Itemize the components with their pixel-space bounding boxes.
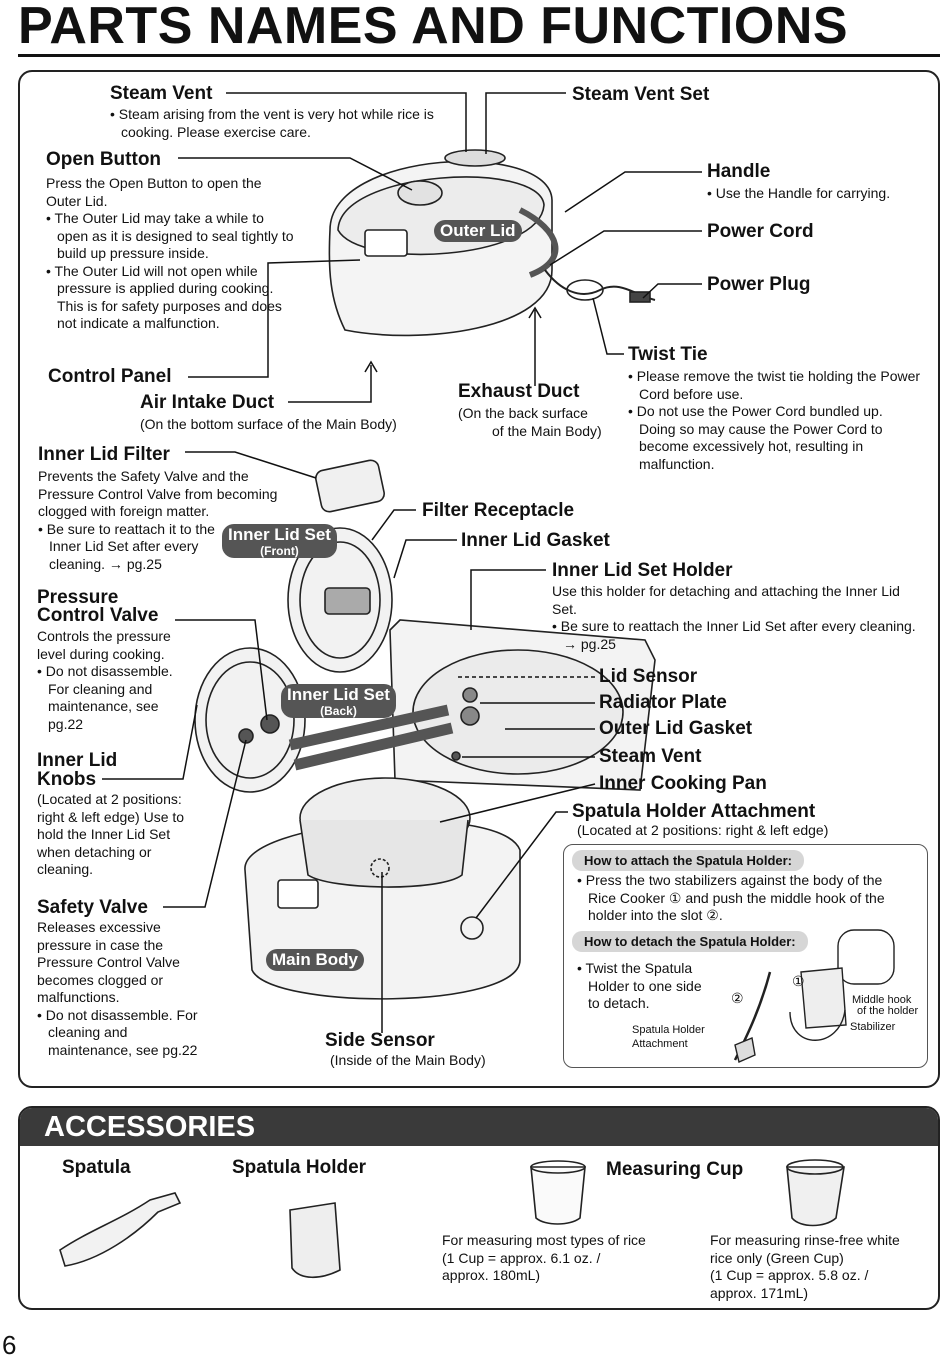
detach-title: How to detach the Spatula Holder:	[572, 931, 808, 952]
inner-lid-knobs-desc: (Located at 2 positions: right & left ed…	[37, 791, 185, 877]
inner-lid-set-front-badge: Inner Lid Set(Front)	[222, 524, 337, 558]
safety-valve-label: Safety Valve	[37, 897, 148, 918]
safety-valve-note: Do not disassemble. For cleaning and mai…	[45, 1006, 198, 1058]
accessories-header	[20, 1108, 938, 1146]
inner-lid-knobs-label-2: Knobs	[37, 769, 97, 790]
inner-lid-filter-note: Be sure to reattach it to the Inner Lid …	[46, 520, 215, 572]
exhaust-duct-label: Exhaust Duct	[458, 381, 580, 402]
middle-hook-1: Middle hook	[852, 994, 912, 1006]
steam-vent-set-label: Steam Vent Set	[572, 84, 710, 105]
cup-green-2: rice only (Green Cup)	[710, 1249, 844, 1266]
spatula-holder-attachment-note: (Located at 2 positions: right & left ed…	[577, 822, 829, 838]
radiator-plate-label: Radiator Plate	[599, 692, 727, 713]
pressure-control-valve-desc: Controls the pressure level during cooki…	[37, 628, 197, 733]
title-rule	[18, 54, 940, 57]
inner-lid-gasket-label: Inner Lid Gasket	[461, 530, 610, 551]
handle-label: Handle	[707, 161, 771, 182]
open-button-desc: Press the Open Button to open the Outer …	[46, 175, 296, 333]
cup-white-desc: For measuring most types of rice (1 Cup …	[442, 1232, 646, 1285]
safety-valve-desc: Releases excessive pressure in case the …	[37, 919, 207, 1059]
marker-2: ②	[731, 990, 744, 1006]
inner-lid-set-front-text: Inner Lid Set	[228, 525, 331, 544]
outer-lid-gasket-label: Outer Lid Gasket	[599, 718, 753, 739]
inner-lid-knobs-label-1: Inner Lid	[37, 750, 118, 771]
pressure-control-valve-desc-text: Controls the pressure level during cooki…	[37, 628, 171, 662]
inner-cooking-pan-label: Inner Cooking Pan	[599, 773, 767, 794]
handle-note: • Use the Handle for carrying.	[707, 185, 891, 201]
cup-white-2: (1 Cup = approx. 6.1 oz. /	[442, 1249, 601, 1266]
inner-lid-set-holder-note: Be sure to reattach the Inner Lid Set af…	[560, 618, 916, 634]
page-number: 6	[2, 1330, 17, 1360]
spatula-holder-label: Spatula Holder	[232, 1157, 367, 1178]
exhaust-duct-note-2: of the Main Body)	[492, 423, 602, 439]
inner-lid-set-holder-desc-text: Use this holder for detaching and attach…	[552, 583, 900, 617]
inner-lid-set-front-sub: (Front)	[260, 544, 299, 558]
steam-vent-label: Steam Vent	[110, 83, 213, 104]
handle-note-text: Use the Handle for carrying.	[715, 185, 891, 201]
inner-lid-set-holder-label: Inner Lid Set Holder	[552, 560, 733, 581]
twist-tie-note-2: Do not use the Power Cord bundled up. Do…	[636, 403, 883, 472]
power-cord-label: Power Cord	[707, 221, 814, 242]
exhaust-duct-note-1: (On the back surface	[458, 405, 588, 421]
inner-lid-set-back-text: Inner Lid Set	[287, 685, 390, 704]
open-button-label: Open Button	[46, 149, 162, 170]
accessories-panel: ACCESSORIES	[18, 1106, 940, 1310]
pressure-control-valve-note: Do not disassemble. For cleaning and mai…	[45, 663, 173, 732]
spatula-holder-attachment-small-1: Spatula Holder	[632, 1024, 705, 1036]
steam-vent-note: • Steam arising from the vent is very ho…	[110, 106, 434, 140]
air-intake-duct-note: (On the bottom surface of the Main Body)	[140, 416, 397, 432]
spatula-holder-attachment-small-2: Attachment	[632, 1038, 688, 1050]
open-button-note-2: The Outer Lid will not open while pressu…	[54, 262, 282, 332]
twist-tie-note-1: Please remove the twist tie holding the …	[636, 368, 921, 402]
twist-tie-notes: • Please remove the twist tie holding th…	[628, 368, 921, 472]
middle-hook-2: of the holder	[857, 1005, 919, 1017]
cup-white-3: approx. 180mL)	[442, 1267, 541, 1283]
safety-valve-desc-text: Releases excessive pressure in case the …	[37, 919, 180, 1005]
parts-panel	[18, 70, 940, 1088]
measuring-cup-label: Measuring Cup	[606, 1159, 744, 1180]
stabilizer-label: Stabilizer	[850, 1021, 896, 1033]
lid-sensor-label: Lid Sensor	[599, 666, 698, 687]
cup-green-desc: For measuring rinse-free white rice only…	[710, 1232, 900, 1302]
spatula-holder-attachment-label: Spatula Holder Attachment	[572, 801, 816, 822]
spatula-holder-howto-box	[563, 844, 928, 1068]
accessories-title: ACCESSORIES	[44, 1111, 256, 1143]
pressure-control-valve-label-1: Pressure	[37, 587, 119, 608]
marker-1: ①	[792, 973, 805, 989]
inner-lid-filter-desc: Prevents the Safety Valve and the Pressu…	[38, 468, 300, 573]
inner-lid-filter-desc-text: Prevents the Safety Valve and the Pressu…	[38, 468, 278, 519]
cup-white-1: For measuring most types of rice	[442, 1232, 646, 1248]
side-sensor-label: Side Sensor	[325, 1030, 435, 1051]
side-sensor-note: (Inside of the Main Body)	[330, 1052, 486, 1068]
detach-text: • Twist the Spatula Holder to one side t…	[577, 960, 702, 1011]
outer-lid-badge: Outer Lid	[434, 220, 522, 242]
open-button-desc-text: Press the Open Button to open the Outer …	[46, 175, 262, 209]
inner-lid-set-back-badge: Inner Lid Set(Back)	[281, 684, 396, 718]
main-body-badge: Main Body	[266, 949, 364, 971]
steam-vent-note-text: Steam arising from the vent is very hot …	[118, 106, 434, 140]
pressure-control-valve-label-2: Control Valve	[37, 605, 159, 626]
inner-lid-filter-label: Inner Lid Filter	[38, 444, 170, 465]
spatula-label: Spatula	[62, 1157, 131, 1178]
attach-text: • Press the two stabilizers against the …	[577, 872, 885, 923]
control-panel-label: Control Panel	[48, 366, 172, 387]
open-button-note-1: The Outer Lid may take a while to open a…	[54, 210, 294, 261]
inner-lid-filter-ref: pg.25	[126, 555, 162, 572]
cup-green-4: approx. 171mL)	[710, 1284, 809, 1301]
air-intake-duct-label: Air Intake Duct	[140, 392, 275, 413]
filter-receptacle-label: Filter Receptacle	[422, 500, 575, 521]
attach-title: How to attach the Spatula Holder:	[572, 850, 805, 871]
detach-text-body: Twist the Spatula Holder to one side to …	[585, 960, 702, 1011]
inner-lid-set-back-sub: (Back)	[320, 704, 357, 718]
power-plug-label: Power Plug	[707, 274, 811, 295]
inner-lid-set-holder-ref: pg.25	[580, 635, 616, 652]
steam-vent-inner-label: Steam Vent	[599, 746, 702, 767]
cup-green-1: For measuring rinse-free white	[710, 1232, 900, 1248]
twist-tie-label: Twist Tie	[628, 344, 708, 365]
cup-green-3: (1 Cup = approx. 5.8 oz. /	[710, 1267, 869, 1283]
attach-text-body: Press the two stabilizers against the bo…	[585, 872, 885, 923]
page-title: PARTS NAMES AND FUNCTIONS	[18, 0, 849, 55]
inner-lid-set-holder-desc: Use this holder for detaching and attach…	[552, 583, 927, 653]
